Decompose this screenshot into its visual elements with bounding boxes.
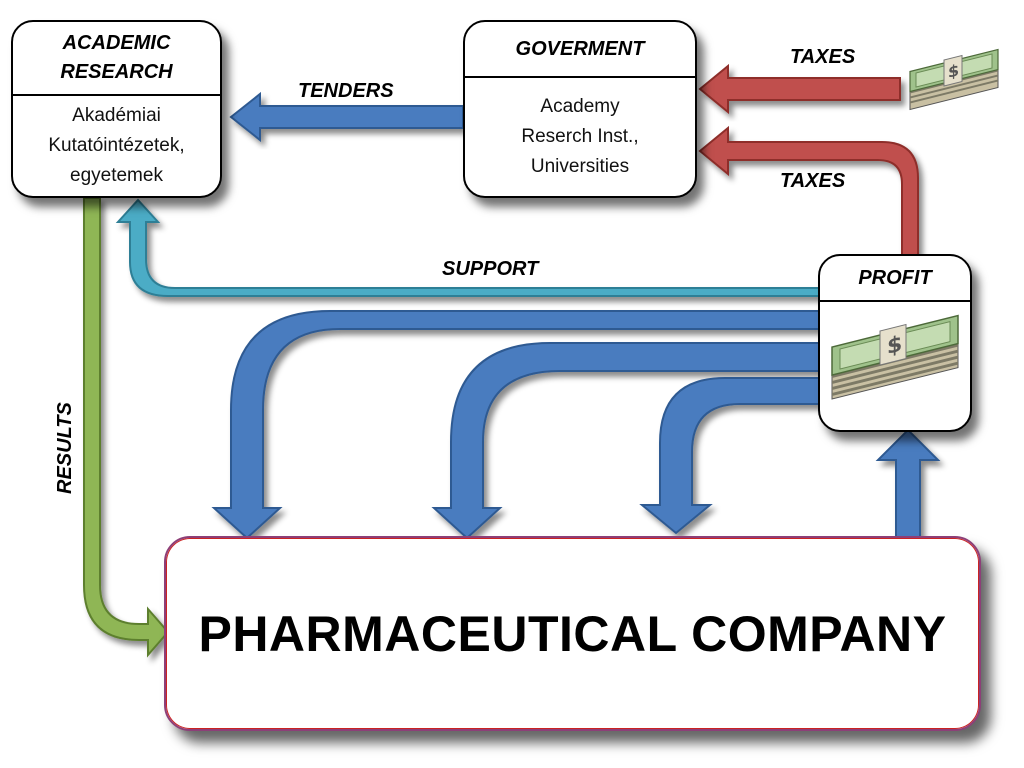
reinvest-arrows xyxy=(211,310,941,540)
taxes-arrow-profit xyxy=(698,125,919,256)
svg-text:$: $ xyxy=(887,331,902,360)
academic-title-line2: RESEARCH xyxy=(60,61,173,83)
tenders-arrow xyxy=(229,91,464,143)
support-label: SUPPORT xyxy=(442,258,539,280)
government-body-line3: Universities xyxy=(530,156,630,177)
pharmaceutical-company-title: PHARMACEUTICAL COMPANY xyxy=(198,605,947,662)
profit-title: PROFIT xyxy=(820,256,970,302)
taxes-arrow-top xyxy=(698,63,901,115)
reinvest-arrow-middle xyxy=(431,342,821,540)
academic-title-line1: ACADEMIC xyxy=(62,32,171,54)
academic-research-title: ACADEMIC RESEARCH xyxy=(13,22,220,96)
academic-research-box: ACADEMIC RESEARCH Akadémiai Kutatóintéze… xyxy=(11,20,222,198)
government-body-line2: Reserch Inst., xyxy=(521,126,639,147)
money-stack-icon: $ xyxy=(909,48,999,111)
academic-research-body: Akadémiai Kutatóintézetek, egyetemek xyxy=(13,96,220,196)
academic-body-line2: Kutatóintézetek, xyxy=(48,135,185,156)
svg-text:$: $ xyxy=(948,60,959,81)
government-body: Academy Reserch Inst., Universities xyxy=(465,78,695,196)
tenders-label: TENDERS xyxy=(298,80,394,102)
results-label: RESULTS xyxy=(54,402,76,494)
government-body-line1: Academy xyxy=(540,96,620,117)
government-box: GOVERMENT Academy Reserch Inst., Univers… xyxy=(463,20,697,198)
academic-body-line3: egyetemek xyxy=(70,165,163,186)
pharmaceutical-company-box: PHARMACEUTICAL COMPANY xyxy=(164,536,981,731)
reinvest-arrow-outer xyxy=(211,310,821,540)
reinvest-arrow-inner xyxy=(639,377,821,535)
results-arrow xyxy=(83,197,170,658)
profit-up-arrow xyxy=(875,428,941,539)
money-stack-icon: $ xyxy=(831,314,959,400)
academic-body-line1: Akadémiai xyxy=(72,105,161,126)
government-title: GOVERMENT xyxy=(465,22,695,78)
taxes-label-profit: TAXES xyxy=(780,170,846,192)
taxes-label-top: TAXES xyxy=(790,46,856,68)
support-arrow xyxy=(115,198,821,297)
profit-box: PROFIT $ xyxy=(818,254,972,432)
